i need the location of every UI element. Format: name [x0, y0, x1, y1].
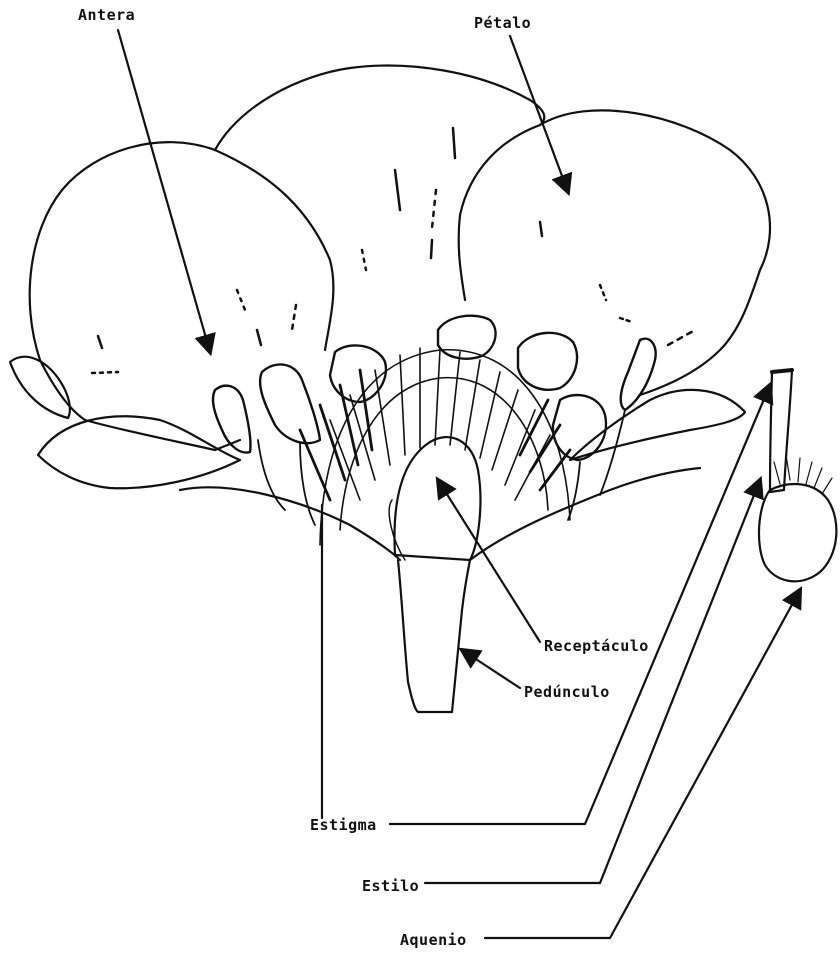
- label-antera: Antera: [78, 6, 135, 24]
- stigma-tip: [772, 370, 792, 372]
- sepal-left-base: [180, 487, 400, 560]
- petal-center-right-edge: [459, 125, 540, 300]
- leader-antera: [118, 30, 210, 352]
- label-receptaculo: Receptáculo: [544, 637, 649, 655]
- sepal-right-base: [470, 468, 700, 560]
- label-pedunculo: Pedúnculo: [524, 683, 610, 701]
- stamen-arc: [300, 348, 570, 545]
- sepal-left-lower: [38, 416, 240, 488]
- anther-2: [260, 364, 320, 443]
- petal-left: [30, 142, 240, 450]
- label-petalo: Pétalo: [474, 14, 531, 32]
- achene: [759, 484, 836, 581]
- petal-center: [215, 66, 544, 150]
- peduncle: [398, 560, 470, 712]
- petal-veins: [92, 128, 695, 373]
- leader-receptaculo: [438, 480, 540, 642]
- leader-petalo: [510, 36, 568, 192]
- leader-lines: [118, 30, 800, 938]
- anther-3: [330, 345, 386, 402]
- receptacle-body: [394, 437, 480, 560]
- anther-5: [518, 333, 577, 390]
- sepal-left-upper: [10, 357, 70, 418]
- anthers: [213, 316, 656, 525]
- receptacle: [389, 437, 480, 712]
- achene-hairs: [774, 455, 832, 494]
- label-aquenio: Aquenio: [400, 931, 467, 949]
- label-estilo: Estilo: [362, 877, 419, 895]
- achene-detail: [759, 370, 836, 581]
- leader-pedunculo: [462, 650, 520, 688]
- petal-center-left-edge: [215, 150, 333, 350]
- anther-4: [438, 316, 496, 359]
- label-estigma: Estigma: [310, 816, 377, 834]
